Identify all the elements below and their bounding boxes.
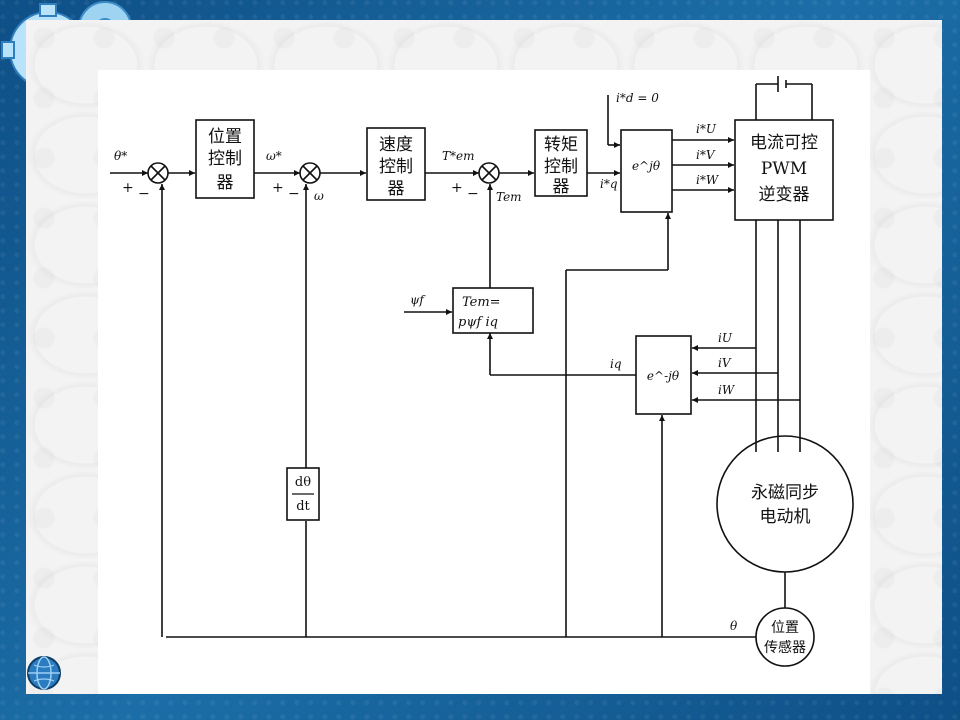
globe-icon [27,656,61,690]
position-sensor-label-2: 传感器 [764,639,806,656]
forward-transform-label: e^jθ [632,159,661,173]
iU-ref-label: i*U [696,122,717,136]
inverse-transform-label: e^-jθ [647,369,680,383]
inverter-label-1: 电流可控 [750,133,818,153]
pmsm-control-block-diagram: 位置 控制 器 速度 控制 器 转矩 控制 器 电流可控 PWM 逆变器 永磁同… [110,76,854,667]
speed-controller-label-3: 器 [388,179,405,199]
formula-line-2: pψf iq [458,315,498,330]
motor-circle [716,435,854,573]
iW-label: iW [718,383,736,397]
iU-label: iU [718,331,733,345]
inverter-box [734,119,834,221]
iq-label: iq [610,357,622,371]
theta-ref-label: θ* [114,149,127,163]
torque-ref-label: T*em [442,149,474,163]
sum2-plus: + [272,180,284,196]
formula-line-1: Tem= [462,295,501,310]
forward-transform-box [620,129,673,213]
sum3-minus: − [467,186,479,202]
torque-controller-label-3: 器 [553,177,570,197]
derivative-numerator: dθ [295,475,311,490]
torque-fb-label: Tem [496,190,522,204]
torque-controller-label-1: 转矩 [544,135,578,155]
derivative-denominator: dt [296,499,310,514]
motor-label-2: 电动机 [760,507,811,527]
sum2-minus: − [288,186,300,202]
iV-ref-label: i*V [696,148,716,162]
slide-content-area: 位置 控制 器 速度 控制 器 转矩 控制 器 电流可控 PWM 逆变器 永磁同… [26,20,942,694]
psi-label: ψf [410,293,426,307]
position-sensor-label-1: 位置 [771,620,799,636]
position-controller-label-3: 器 [217,173,234,193]
position-controller-label-1: 位置 [208,127,242,147]
iV-label: iV [718,356,732,370]
diagram-area [98,70,870,694]
id-ref-label: i*d = 0 [616,91,659,105]
inverter-label-3: 逆变器 [759,185,810,205]
derivative-box [286,467,320,521]
omega-label: ω [314,189,324,203]
position-controller-label-2: 控制 [208,149,242,169]
speed-controller-box [366,127,426,201]
motor-label-1: 永磁同步 [751,483,819,503]
iq-ref-label: i*q [600,177,618,191]
sum1-plus: + [122,180,134,196]
torque-controller-box [534,129,588,197]
sum1-minus: − [138,186,150,202]
inverter-label-2: PWM [761,159,807,179]
omega-ref-label: ω* [266,149,282,163]
position-sensor-circle [755,607,815,667]
sum3-plus: + [451,180,463,196]
theta-label: θ [730,619,738,633]
torque-formula-box [452,287,534,334]
torque-controller-label-2: 控制 [544,157,578,177]
position-controller-box [195,119,255,199]
speed-controller-label-2: 控制 [379,157,413,177]
speed-controller-label-1: 速度 [379,135,413,155]
iW-ref-label: i*W [696,173,720,187]
